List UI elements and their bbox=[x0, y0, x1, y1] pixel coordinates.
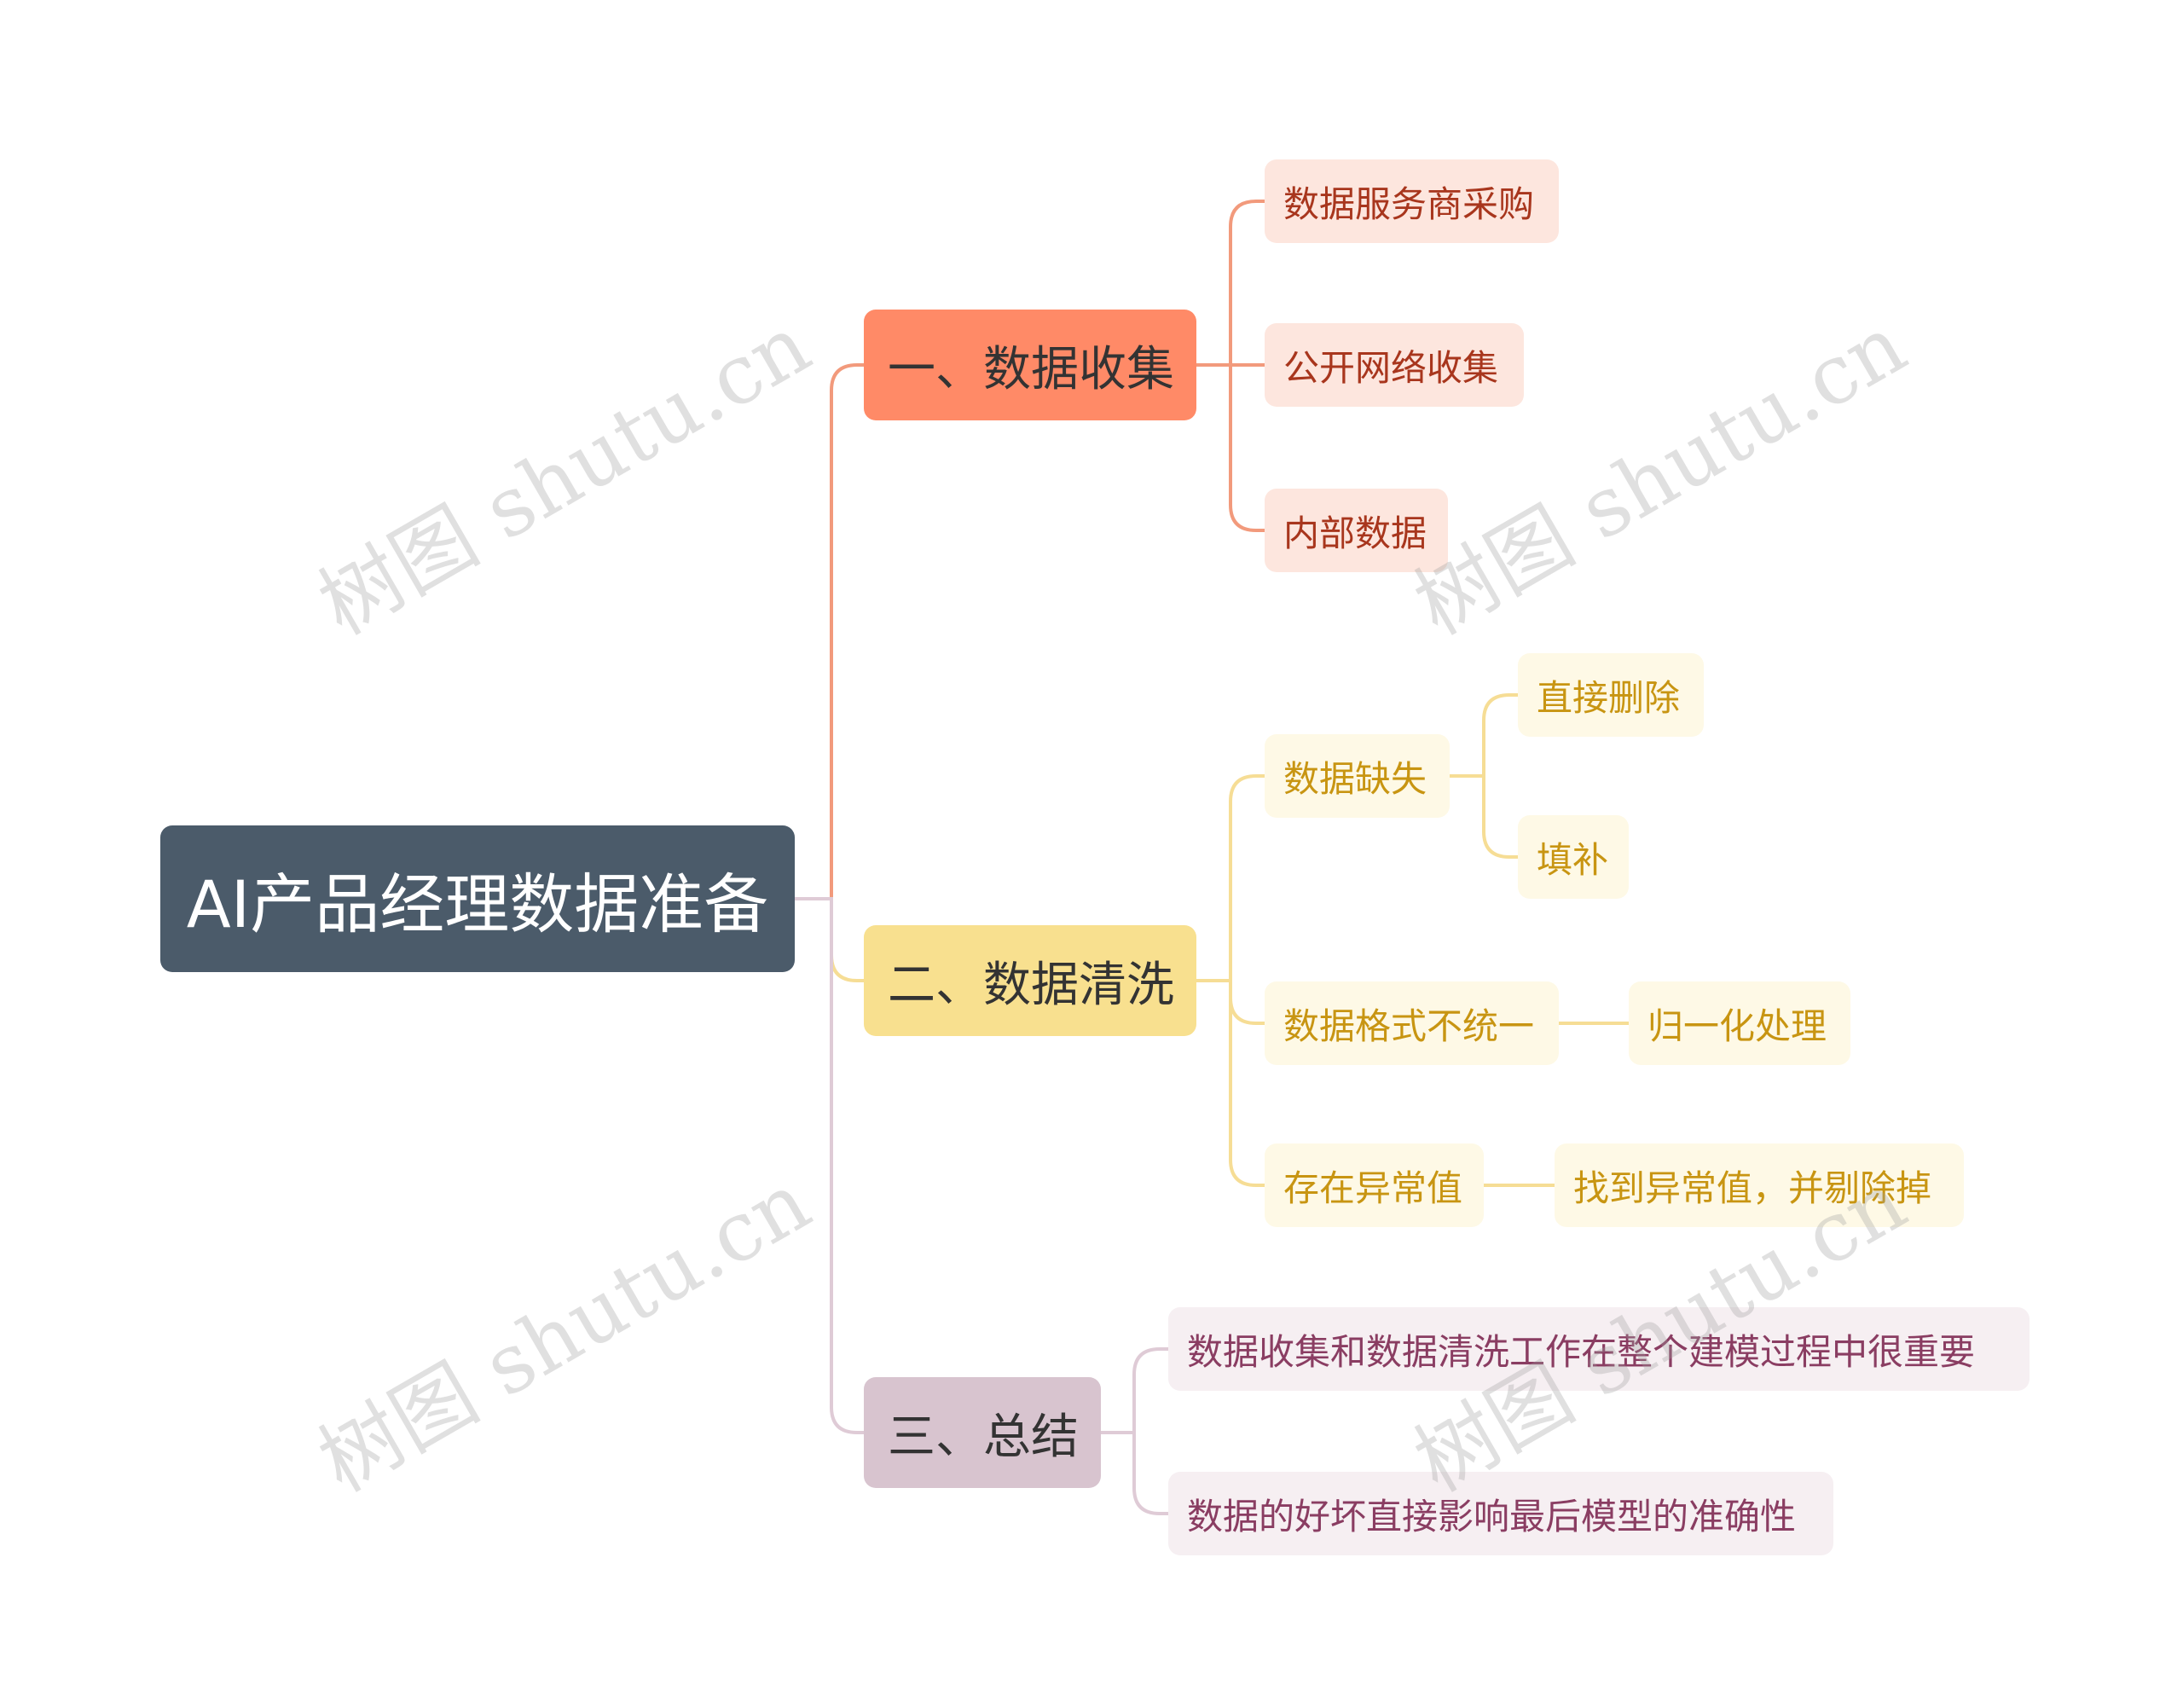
branch-label: 三、总结 bbox=[888, 1409, 1079, 1465]
leaf-public-collection[interactable]: 公开网络收集 bbox=[1265, 323, 1524, 407]
leaf-label: 数据缺失 bbox=[1283, 757, 1427, 800]
branch-summary[interactable]: 三、总结 bbox=[864, 1377, 1101, 1488]
root-to-collect-line bbox=[795, 363, 864, 900]
clean-to-format-line bbox=[1229, 981, 1265, 1025]
branch-label: 二、数据清洗 bbox=[888, 957, 1174, 1013]
missing-to-delete-line bbox=[1482, 693, 1518, 776]
leaf-label: 填补 bbox=[1537, 838, 1609, 881]
leaf-label: 数据服务商采购 bbox=[1283, 182, 1535, 225]
leaf-label: 数据的好坏直接影响最后模型的准确性 bbox=[1187, 1495, 1797, 1537]
leaf-label: 数据格式不统一 bbox=[1283, 1005, 1535, 1047]
clean-to-outlier-line bbox=[1229, 981, 1265, 1187]
leaf-label: 数据收集和数据清洗工作在整个建模过程中很重要 bbox=[1187, 1330, 1976, 1373]
leaf-label: 内部数据 bbox=[1283, 512, 1427, 554]
branch-label: 一、数据收集 bbox=[888, 341, 1174, 397]
leaf-outliers[interactable]: 存在异常值 bbox=[1265, 1143, 1484, 1227]
branch-data-cleaning[interactable]: 二、数据清洗 bbox=[864, 925, 1196, 1036]
leaf-fill[interactable]: 填补 bbox=[1518, 815, 1629, 899]
leaf-find-remove-outliers[interactable]: 找到异常值，并剔除掉 bbox=[1555, 1143, 1964, 1227]
leaf-missing-data[interactable]: 数据缺失 bbox=[1265, 734, 1450, 818]
missing-to-fill-line bbox=[1482, 776, 1518, 859]
clean-to-missing-line bbox=[1229, 774, 1265, 981]
leaf-direct-delete[interactable]: 直接删除 bbox=[1518, 653, 1704, 737]
leaf-inconsistent-format[interactable]: 数据格式不统一 bbox=[1265, 981, 1559, 1065]
leaf-accuracy[interactable]: 数据的好坏直接影响最后模型的准确性 bbox=[1168, 1472, 1833, 1555]
leaf-label: 公开网络收集 bbox=[1283, 346, 1499, 389]
leaf-internal-data[interactable]: 内部数据 bbox=[1265, 489, 1448, 572]
root-node[interactable]: AI产品经理数据准备 bbox=[160, 825, 795, 972]
branch-data-collection[interactable]: 一、数据收集 bbox=[864, 310, 1196, 420]
collect-to-vendor-line bbox=[1229, 200, 1265, 365]
root-to-summary-line bbox=[795, 897, 864, 1434]
root-to-clean-line bbox=[795, 897, 864, 982]
leaf-label: 存在异常值 bbox=[1283, 1167, 1463, 1209]
collect-to-internal-line bbox=[1229, 365, 1265, 532]
leaf-importance[interactable]: 数据收集和数据清洗工作在整个建模过程中很重要 bbox=[1168, 1307, 2030, 1391]
summary-to-important-line bbox=[1132, 1347, 1168, 1433]
leaf-normalize[interactable]: 归一化处理 bbox=[1629, 981, 1850, 1065]
root-label: AI产品经理数据准备 bbox=[186, 866, 769, 942]
leaf-label: 直接删除 bbox=[1537, 676, 1681, 719]
leaf-label: 找到异常值，并剔除掉 bbox=[1573, 1167, 1932, 1209]
summary-to-accuracy-line bbox=[1132, 1433, 1168, 1515]
leaf-label: 归一化处理 bbox=[1647, 1005, 1827, 1047]
leaf-vendor-purchase[interactable]: 数据服务商采购 bbox=[1265, 159, 1559, 243]
